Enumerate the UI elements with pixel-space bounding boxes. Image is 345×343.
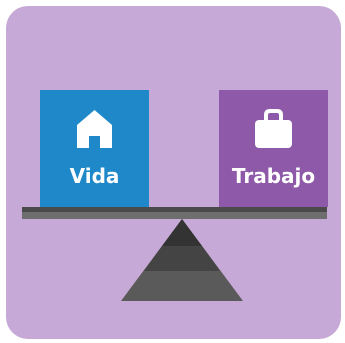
vida-box: Vida [40,90,149,207]
balance-beam [22,207,327,219]
briefcase-icon [255,109,292,148]
trabajo-box: Trabajo [219,90,328,207]
fulcrum-triangle [121,219,243,301]
vida-label: Vida [69,164,120,188]
house-icon [77,110,112,148]
trabajo-label: Trabajo [231,164,316,188]
